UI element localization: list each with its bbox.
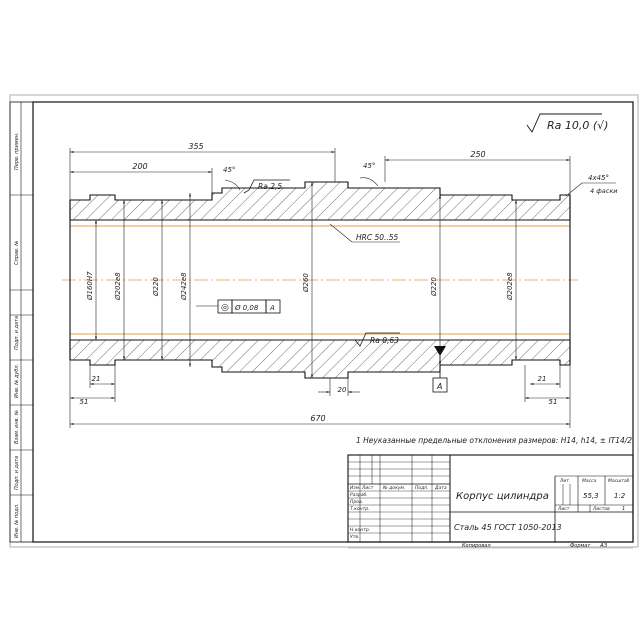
- roughness-marks: [243, 179, 400, 347]
- side-label-2: Справ. №: [14, 241, 20, 265]
- tb-mass: Масса: [582, 478, 597, 484]
- tb-format-value: А3: [599, 543, 608, 549]
- tb-list: Лист: [361, 485, 374, 491]
- dim-250: 250: [470, 150, 485, 159]
- angle-45-left: 45°: [223, 166, 235, 174]
- tech-requirement: 1 Неуказанные предельные отклонения разм…: [356, 436, 634, 445]
- side-label-5: Взам. инв. №: [14, 410, 20, 444]
- side-label-1: Перв. примен.: [14, 132, 20, 170]
- tb-tkontr: Т.контр.: [350, 506, 370, 512]
- dia-260: Ø260: [302, 273, 310, 293]
- dim-20: 20: [338, 386, 347, 394]
- tb-mass-value: 55,3: [583, 492, 599, 500]
- side-label-3: Подп. и дата: [14, 316, 20, 350]
- dia-242: Ø242е8: [180, 272, 188, 301]
- inner-frame: [32, 101, 634, 543]
- tb-sheets-value: 1: [622, 506, 625, 512]
- material: Сталь 45 ГОСТ 1050-2013: [454, 523, 562, 532]
- dim-670: 670: [310, 414, 325, 423]
- hardness-note: HRC 50..55: [356, 233, 399, 242]
- dia-202-left: Ø202е8: [114, 272, 122, 301]
- tb-date: Дата: [434, 485, 447, 491]
- part-name: Корпус цилиндра: [456, 491, 549, 502]
- dim-355: 355: [188, 142, 203, 151]
- tolerance-value: Ø 0,08: [234, 304, 259, 312]
- bottom-wall: [69, 339, 571, 379]
- annotation-texts: 355 200 250 670 51 21 51 21 20 Ø160Н7 Ø2…: [80, 142, 635, 549]
- tb-lit: Лит.: [559, 478, 570, 484]
- side-label-7: Инв. № подл.: [14, 504, 20, 539]
- dimensions: [69, 148, 616, 428]
- side-label-4: Инв. № дубл.: [14, 364, 20, 398]
- tb-format: Формат: [570, 543, 591, 549]
- part-section: [62, 181, 578, 379]
- chamfer-size: 4х45°: [588, 174, 609, 182]
- tb-izm: Изм.: [350, 485, 361, 491]
- tb-sign: Подп.: [415, 485, 429, 491]
- dim-51-right: 51: [549, 398, 558, 406]
- dim-21-right: 21: [538, 375, 547, 383]
- dia-220-left: Ø220: [152, 277, 160, 297]
- dia-160: Ø160Н7: [86, 271, 94, 301]
- side-strip: Перв. примен. Справ. № Подп. и дата Инв.…: [9, 101, 34, 543]
- dim-21-left: 21: [92, 375, 101, 383]
- tolerance-frame: [196, 299, 281, 314]
- datum-marker: [432, 346, 448, 393]
- dia-220-right: Ø220: [430, 277, 438, 297]
- outer-border: [9, 94, 639, 548]
- roughness-2-5: Ra 2,5: [258, 182, 282, 191]
- general-roughness: Ra 10,0 (√): [526, 113, 608, 133]
- side-label-6: Подп. и дата: [14, 456, 20, 490]
- tb-razrab: Разраб.: [350, 492, 368, 498]
- datum-label: А: [436, 382, 442, 391]
- tb-prov: Пров.: [350, 499, 363, 505]
- angle-45-right: 45°: [363, 162, 375, 170]
- top-wall: [69, 181, 571, 221]
- tb-sheets: Листов: [592, 506, 610, 512]
- tb-utv: Утв.: [350, 534, 359, 540]
- chamfer-count: 4 фаски: [590, 187, 617, 195]
- general-roughness-text: Ra 10,0 (√): [547, 119, 608, 132]
- dim-51-left: 51: [80, 398, 89, 406]
- roughness-0-63: Ra 0,63: [370, 336, 399, 345]
- tb-scale: Масштаб: [608, 478, 630, 484]
- tolerance-base: А: [269, 304, 275, 312]
- tb-sheet: Лист: [557, 506, 570, 512]
- tb-doc: № докум.: [382, 485, 405, 491]
- tb-scale-value: 1:2: [614, 492, 626, 500]
- dim-200: 200: [132, 162, 147, 171]
- tb-nkontr: Н.контр.: [350, 527, 370, 533]
- tolerance-symbol: ◎: [221, 303, 229, 313]
- tb-copied: Копировал: [462, 543, 491, 549]
- dia-202-right: Ø202е8: [506, 272, 514, 301]
- title-block: [347, 454, 634, 543]
